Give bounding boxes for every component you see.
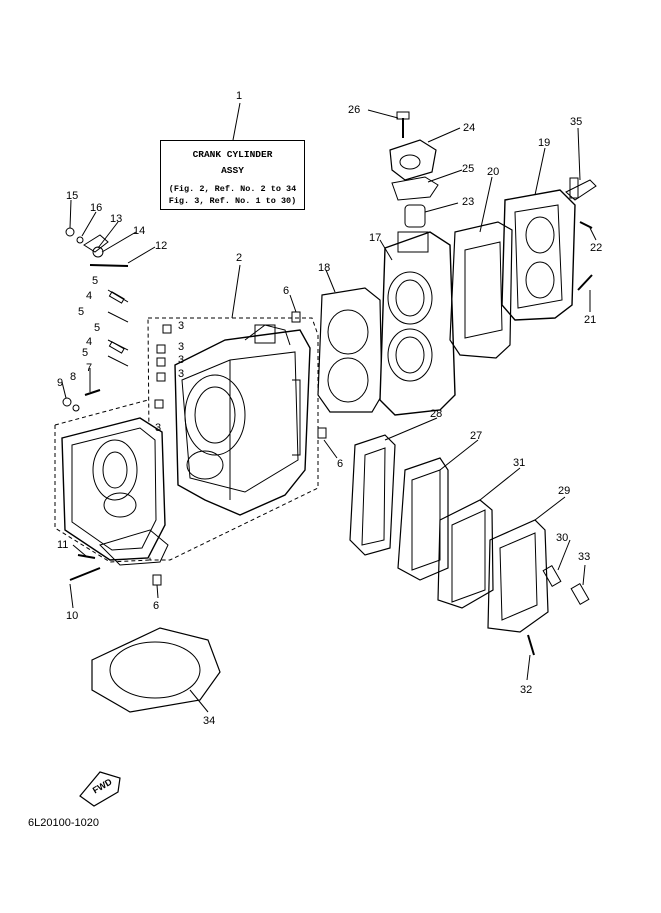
callout-11: 11 bbox=[57, 539, 69, 551]
callout-6b: 6 bbox=[337, 458, 344, 470]
title-line-2: ASSY bbox=[221, 165, 244, 176]
callout-30: 30 bbox=[556, 532, 569, 544]
callout-13: 13 bbox=[110, 213, 123, 225]
callout-3c: 3 bbox=[178, 354, 185, 366]
fwd-arrow-icon bbox=[79, 771, 121, 807]
callout-8: 8 bbox=[70, 371, 77, 383]
callout-7: 7 bbox=[86, 362, 93, 374]
callout-3e: 3 bbox=[155, 422, 162, 434]
gasket-18 bbox=[317, 287, 383, 413]
callout-18: 18 bbox=[318, 262, 331, 274]
callout-9: 9 bbox=[57, 377, 64, 389]
callout-24: 24 bbox=[463, 122, 476, 134]
callout-16: 16 bbox=[90, 202, 103, 214]
callout-35: 35 bbox=[570, 116, 583, 128]
callout-2: 2 bbox=[236, 252, 243, 264]
callout-29: 29 bbox=[558, 485, 571, 497]
callout-4b: 4 bbox=[86, 336, 93, 348]
cylinder-17 bbox=[379, 231, 456, 416]
callout-14: 14 bbox=[133, 225, 146, 237]
callout-20: 20 bbox=[487, 166, 500, 178]
callout-27: 27 bbox=[470, 430, 483, 442]
callout-34: 34 bbox=[203, 715, 216, 727]
title-line-1: CRANK CYLINDER bbox=[192, 149, 273, 160]
callout-25: 25 bbox=[462, 163, 475, 175]
cover-19 bbox=[501, 189, 576, 321]
title-line-4: Fig. 3, Ref. No. 1 to 30) bbox=[168, 196, 297, 206]
callout-1: 1 bbox=[236, 90, 243, 102]
callout-33: 33 bbox=[578, 551, 591, 563]
callout-23: 23 bbox=[462, 196, 475, 208]
gasket-20 bbox=[449, 221, 513, 359]
callout-10: 10 bbox=[66, 610, 79, 622]
callout-15: 15 bbox=[66, 190, 79, 202]
callout-6c: 6 bbox=[153, 600, 160, 612]
plate-29 bbox=[487, 519, 549, 633]
plate-28 bbox=[349, 434, 396, 556]
callout-26: 26 bbox=[348, 104, 361, 116]
callout-5b: 5 bbox=[78, 306, 85, 318]
callout-3b: 3 bbox=[178, 341, 185, 353]
plate-27 bbox=[397, 457, 449, 581]
callout-22: 22 bbox=[590, 242, 603, 254]
callout-5a: 5 bbox=[92, 275, 99, 287]
callout-12: 12 bbox=[155, 240, 168, 252]
callout-28: 28 bbox=[430, 408, 443, 420]
crankcase-left bbox=[61, 417, 166, 561]
gasket-34 bbox=[91, 627, 221, 713]
callout-4a: 4 bbox=[86, 290, 93, 302]
callout-3a: 3 bbox=[178, 320, 185, 332]
callout-19: 19 bbox=[538, 137, 551, 149]
callout-32: 32 bbox=[520, 684, 533, 696]
callout-6a: 6 bbox=[283, 285, 290, 297]
callout-5c: 5 bbox=[94, 322, 101, 334]
assembly-title-box: CRANK CYLINDER ASSY (Fig. 2, Ref. No. 2 … bbox=[160, 140, 305, 210]
diagram-code: 6L20100-1020 bbox=[28, 817, 99, 829]
callout-5d: 5 bbox=[82, 347, 89, 359]
callout-3d: 3 bbox=[178, 368, 185, 380]
callout-21: 21 bbox=[584, 314, 597, 326]
thermostat-cover-24 bbox=[389, 139, 437, 181]
callout-31: 31 bbox=[513, 457, 526, 469]
title-line-3: (Fig. 2, Ref. No. 2 to 34 bbox=[168, 184, 297, 194]
callout-17: 17 bbox=[369, 232, 382, 244]
